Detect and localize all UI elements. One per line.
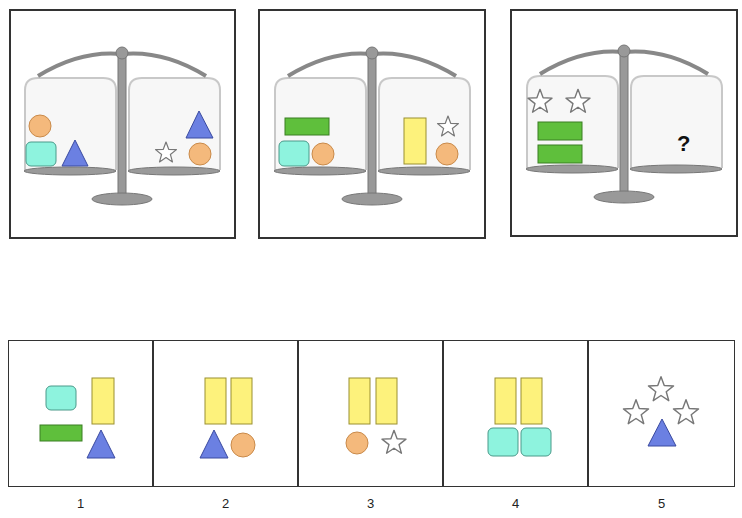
option-number: 3 (299, 496, 442, 511)
option-box: 2 (153, 340, 298, 487)
option-number: 1 (9, 496, 152, 511)
option-box: 5 (588, 340, 735, 487)
option-box: 4 (443, 340, 588, 487)
option-number: 2 (154, 496, 297, 511)
question-mark: ? (677, 131, 690, 157)
option-box: 1 (8, 340, 153, 487)
option-box: 3 (298, 340, 443, 487)
option-number: 5 (589, 496, 734, 511)
option-number: 4 (444, 496, 587, 511)
